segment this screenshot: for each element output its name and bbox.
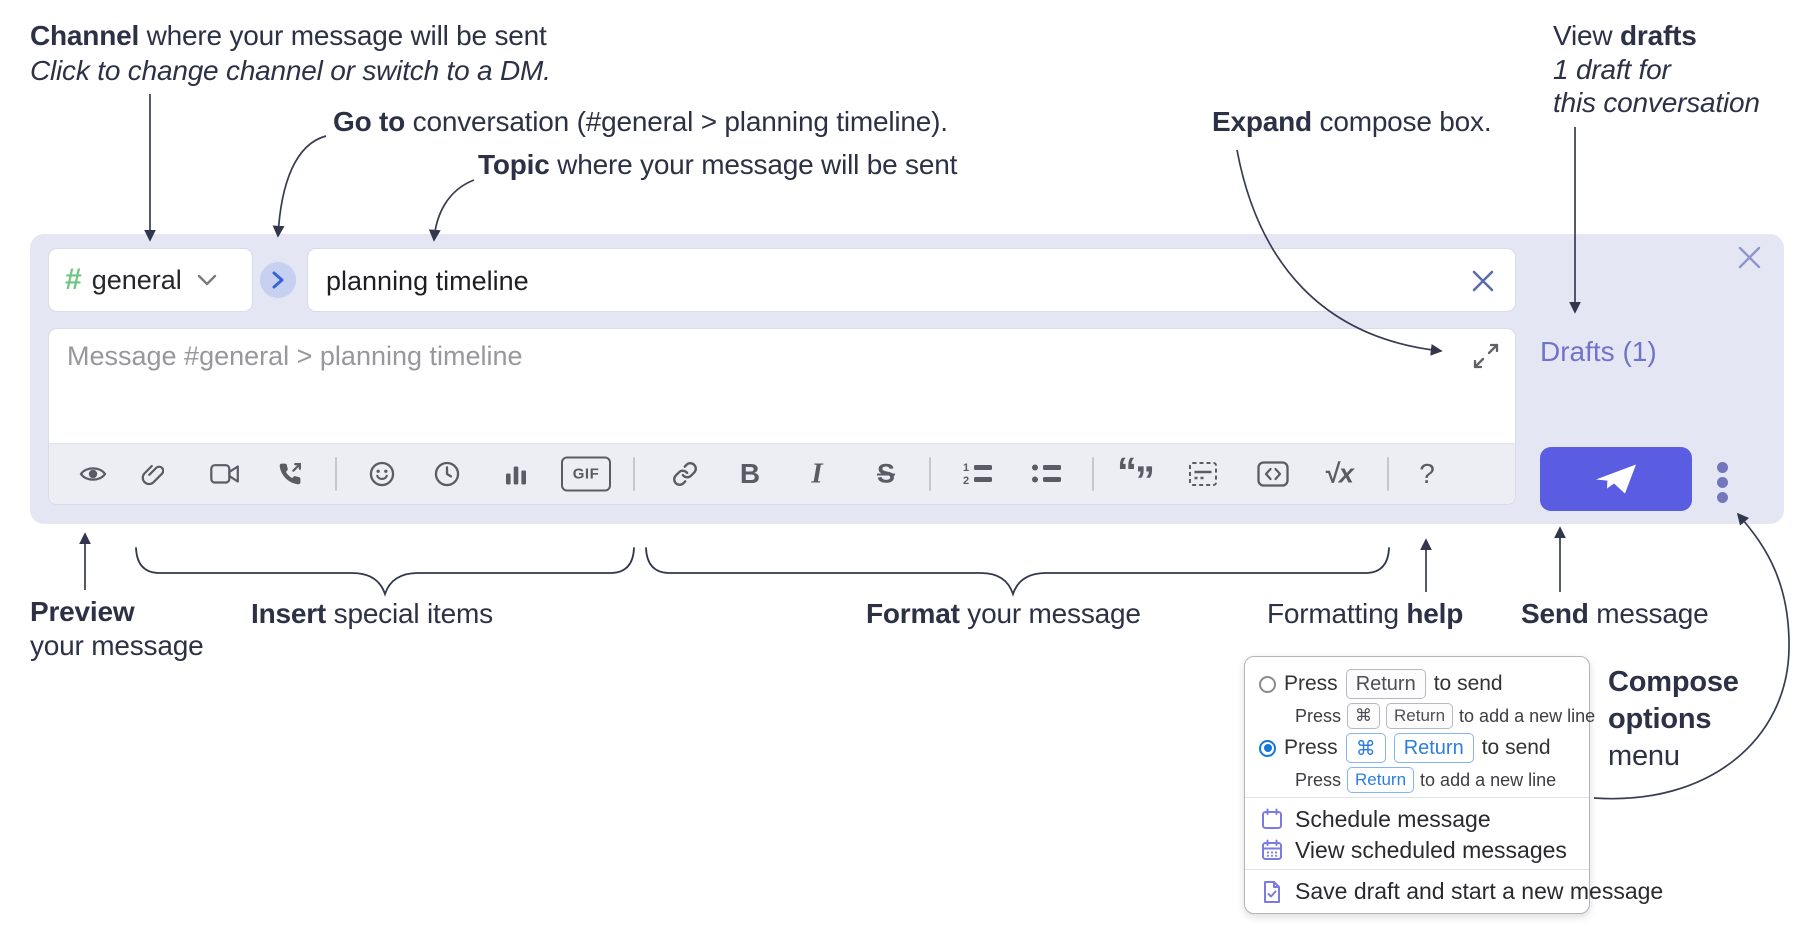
send-shortcut-option-cmd-enter[interactable]: Press ⌘ Return to send: [1259, 733, 1551, 763]
svg-text:2: 2: [963, 475, 969, 487]
strikethrough-button[interactable]: S: [876, 458, 896, 489]
chevron-down-icon: [196, 273, 218, 287]
attach-file-button[interactable]: [140, 461, 164, 487]
chevron-right-icon: [272, 271, 284, 289]
go-to-conversation-button[interactable]: [260, 262, 296, 298]
annotation-formatting-help: Formatting help: [1267, 598, 1464, 629]
message-formatting-help-button[interactable]: ?: [1419, 458, 1435, 489]
annotation-view-drafts-line2: 1 draft for: [1553, 54, 1671, 85]
bulleted-list-button[interactable]: [1031, 461, 1063, 487]
compose-options-menu-button[interactable]: [1717, 462, 1728, 503]
key-return: Return: [1345, 669, 1426, 699]
message-input[interactable]: [65, 339, 1449, 443]
send-button[interactable]: [1540, 447, 1692, 511]
key-return: Return: [1347, 767, 1415, 793]
key-return: Return: [1393, 733, 1474, 763]
italic-button[interactable]: I: [811, 457, 823, 490]
kebab-dot: [1717, 492, 1728, 503]
menu-item-view-scheduled-messages[interactable]: View scheduled messages: [1261, 837, 1567, 864]
toolbar-divider: [1387, 457, 1389, 491]
global-time-button[interactable]: [434, 461, 460, 487]
emoji-button[interactable]: [369, 461, 395, 487]
svg-text:1: 1: [963, 462, 969, 474]
channel-name: general: [91, 264, 182, 295]
send-shortcut-option-enter[interactable]: Press Return to send: [1259, 669, 1503, 699]
toolbar-divider: [1092, 457, 1094, 491]
quote-open-glyph: “: [1117, 449, 1137, 494]
annotation-compose-options: Compose options menu: [1608, 666, 1739, 772]
annotation-channel-line1: Channel where your message will be sent: [30, 20, 547, 51]
toolbar-divider: [929, 457, 931, 491]
calendar-grid-icon: [1262, 839, 1282, 860]
spoiler-button[interactable]: [1188, 460, 1218, 488]
annotation-expand: Expand compose box.: [1212, 106, 1492, 137]
compose-options-popup: Press Return to send Press ⌘ Return to a…: [1244, 656, 1663, 914]
menu-item-schedule-message[interactable]: Schedule message: [1261, 806, 1491, 833]
video-call-button[interactable]: [210, 464, 240, 485]
message-box: GIF B I S 12 “ ”: [48, 328, 1516, 505]
radio-selected-icon[interactable]: [1259, 739, 1276, 757]
code-button[interactable]: [1257, 460, 1289, 488]
poll-button[interactable]: [505, 464, 528, 485]
save-draft-icon: [1264, 880, 1280, 903]
toolbar-divider: [633, 457, 635, 491]
kebab-dot: [1717, 462, 1728, 473]
popup-divider: [1245, 797, 1589, 798]
annotation-send: Send message: [1521, 598, 1709, 629]
drafts-link[interactable]: Drafts (1): [1540, 336, 1657, 367]
send-shortcut-option-cmd-enter-subtext: Press Return to add a new line: [1295, 767, 1556, 793]
voice-call-button[interactable]: [278, 462, 303, 487]
annotation-preview-line2: your message: [30, 630, 204, 661]
channel-hash-icon: #: [65, 263, 82, 296]
compose-box: # general: [30, 234, 1784, 524]
expand-compose-icon[interactable]: [1471, 341, 1501, 371]
key-return: Return: [1386, 703, 1454, 729]
popup-divider: [1245, 869, 1589, 870]
annotation-preview-line1: Preview: [30, 596, 135, 627]
close-compose-icon[interactable]: [1736, 244, 1763, 271]
toolbar-divider: [335, 457, 337, 491]
annotation-channel-line2: Click to change channel or switch to a D…: [30, 55, 551, 86]
annotation-topic: Topic where your message will be sent: [478, 149, 958, 180]
annotation-view-drafts-line1: View drafts: [1553, 20, 1697, 51]
annotation-goto: Go to conversation (#general > planning …: [333, 106, 948, 137]
radio-unselected-icon[interactable]: [1259, 675, 1276, 693]
send-plane-icon: [1596, 464, 1636, 494]
key-cmd: ⌘: [1347, 703, 1381, 729]
topic-input[interactable]: [324, 249, 1458, 313]
annotation-view-drafts-line3: this conversation: [1553, 87, 1760, 118]
gif-button[interactable]: GIF: [561, 456, 611, 492]
annotation-insert: Insert special items: [251, 598, 493, 629]
quote-button[interactable]: “ ”: [1117, 449, 1157, 501]
key-cmd: ⌘: [1345, 733, 1386, 763]
channel-selector[interactable]: # general: [48, 248, 253, 312]
annotation-format: Format your message: [866, 598, 1141, 629]
kebab-dot: [1717, 477, 1728, 488]
clear-topic-icon[interactable]: [1469, 267, 1497, 295]
math-button[interactable]: √x: [1324, 458, 1354, 489]
topic-box: [307, 248, 1516, 313]
send-shortcut-option-enter-subtext: Press ⌘ Return to add a new line: [1295, 703, 1595, 729]
gif-label: GIF: [561, 456, 611, 492]
menu-item-save-draft[interactable]: Save draft and start a new message: [1261, 878, 1663, 905]
bold-button[interactable]: B: [739, 458, 761, 489]
link-button[interactable]: [672, 461, 698, 487]
calendar-icon: [1262, 808, 1282, 829]
preview-button[interactable]: [79, 464, 107, 484]
quote-close-glyph: ”: [1135, 458, 1155, 503]
